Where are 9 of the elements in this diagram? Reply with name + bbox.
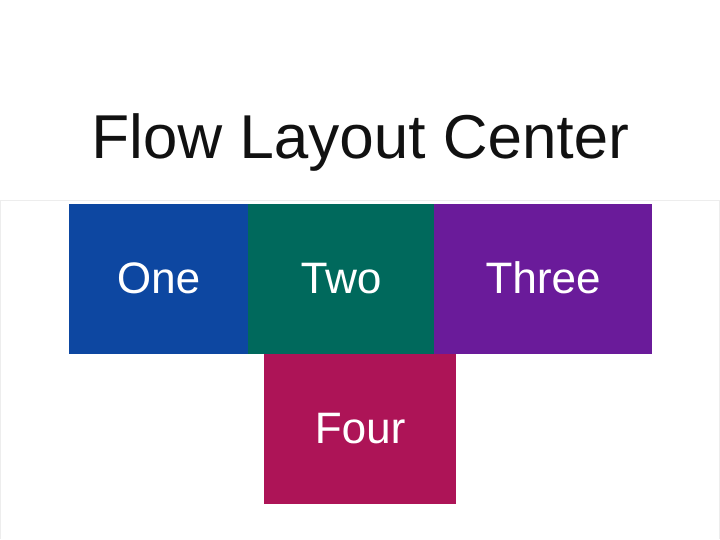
color-box — [264, 354, 456, 504]
box-label: Three — [486, 254, 600, 304]
color-box — [248, 204, 434, 354]
box-label: Two — [300, 254, 382, 304]
title: Flow Layout Center — [90, 102, 630, 174]
color-box — [434, 204, 652, 354]
color-box — [69, 204, 248, 354]
box-label: Four — [314, 404, 406, 454]
box-label: One — [116, 254, 200, 304]
